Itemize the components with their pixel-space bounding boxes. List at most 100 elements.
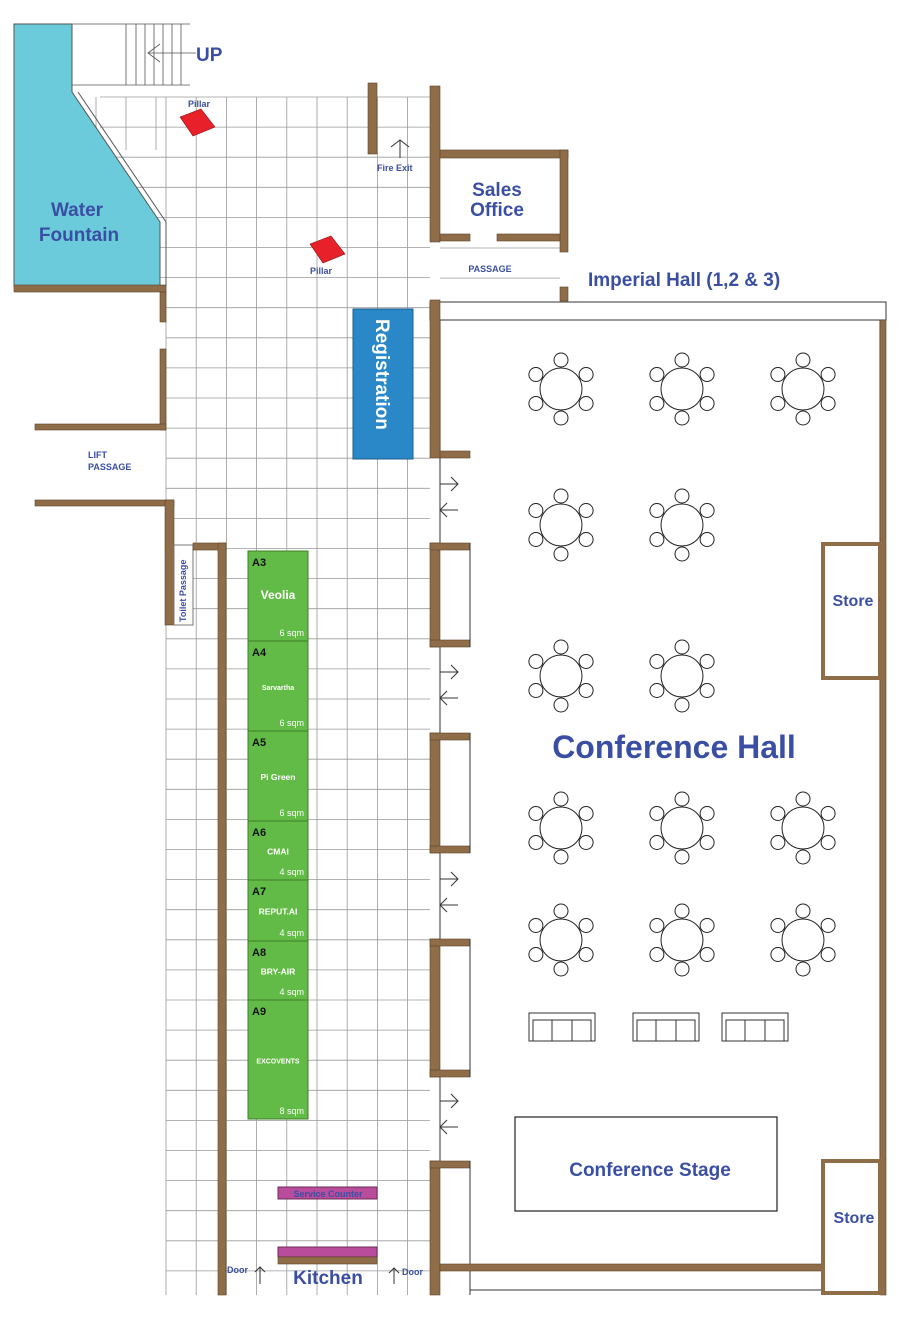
entry-arrow-icon [440, 871, 459, 887]
chair [674, 639, 690, 655]
chair [578, 396, 594, 411]
chair [795, 849, 811, 865]
round-table [528, 352, 594, 426]
booth-box [247, 879, 309, 942]
fountain-edge [77, 91, 167, 223]
chair [553, 639, 569, 655]
wall [164, 499, 175, 626]
pillar-label: Pillar [310, 266, 333, 276]
chair [699, 947, 715, 962]
chair [699, 835, 715, 850]
wall [559, 286, 569, 302]
store-label: Store [833, 593, 874, 610]
booth-area: 8 sqm [279, 1106, 304, 1116]
seating [528, 352, 836, 1042]
chair [528, 396, 544, 411]
chair [649, 396, 665, 411]
booth-id: A7 [252, 886, 266, 898]
chair [795, 352, 811, 368]
round-table [770, 903, 836, 977]
chair [795, 903, 811, 919]
chair [699, 806, 715, 821]
booth-name: REPUT.AI [259, 907, 298, 917]
chair [578, 367, 594, 382]
wall [429, 639, 471, 648]
chair [770, 806, 786, 821]
booth-id: A6 [252, 827, 266, 839]
booth-box [247, 820, 309, 881]
booth-id: A5 [252, 737, 266, 749]
chair [578, 835, 594, 850]
water-fountain [13, 23, 161, 287]
wall [277, 1256, 378, 1265]
chair [770, 835, 786, 850]
chair [674, 849, 690, 865]
round-table [649, 639, 715, 713]
chair [795, 410, 811, 426]
chair [649, 918, 665, 933]
booth-area: 4 sqm [279, 987, 304, 997]
staircase [14, 23, 196, 86]
wall [429, 1160, 471, 1169]
sofa [528, 1012, 596, 1042]
wall [439, 233, 471, 242]
hall-top-wall [429, 301, 887, 321]
round-table [528, 903, 594, 977]
wall [496, 233, 561, 242]
chair [528, 367, 544, 382]
chair [795, 791, 811, 807]
booth-name: EXCOVENTS [256, 1059, 300, 1066]
chair [699, 918, 715, 933]
chair [578, 806, 594, 821]
chair [649, 806, 665, 821]
registration-label: Registration [371, 319, 392, 430]
chair [649, 654, 665, 669]
booth-area: 6 sqm [279, 808, 304, 818]
up-label: UP [196, 45, 223, 66]
chair [528, 806, 544, 821]
chair [699, 367, 715, 382]
exit-arrow-icon [439, 502, 458, 518]
chair [770, 396, 786, 411]
chair [649, 835, 665, 850]
registration-desk [352, 308, 414, 460]
booth-box [247, 730, 309, 822]
chair [674, 903, 690, 919]
chair [578, 918, 594, 933]
wall [439, 450, 471, 459]
wall [34, 423, 167, 431]
chair [699, 654, 715, 669]
wall [429, 299, 441, 459]
wall [13, 284, 167, 293]
chair [578, 532, 594, 547]
booth-id: A3 [252, 557, 266, 569]
chair [578, 683, 594, 698]
conference-stage-label: Conference Stage [569, 1160, 731, 1181]
chair [820, 806, 836, 821]
lift-passage-label: PASSAGE [88, 462, 131, 472]
chair [578, 947, 594, 962]
door-label: Door [402, 1267, 423, 1277]
chair [649, 503, 665, 518]
chair [553, 488, 569, 504]
fire-exit-arrow-icon [390, 139, 410, 158]
chair [649, 367, 665, 382]
round-table [528, 639, 594, 713]
chair [699, 396, 715, 411]
wall [429, 85, 441, 243]
water-fountain-label: Water [51, 200, 104, 221]
chair [649, 683, 665, 698]
booth-name: BRY-AIR [261, 967, 296, 977]
entry-arrow-icon [440, 1093, 459, 1109]
toilet-passage-label: Toilet Passage [178, 560, 188, 622]
sofa [632, 1012, 700, 1042]
chair [674, 352, 690, 368]
